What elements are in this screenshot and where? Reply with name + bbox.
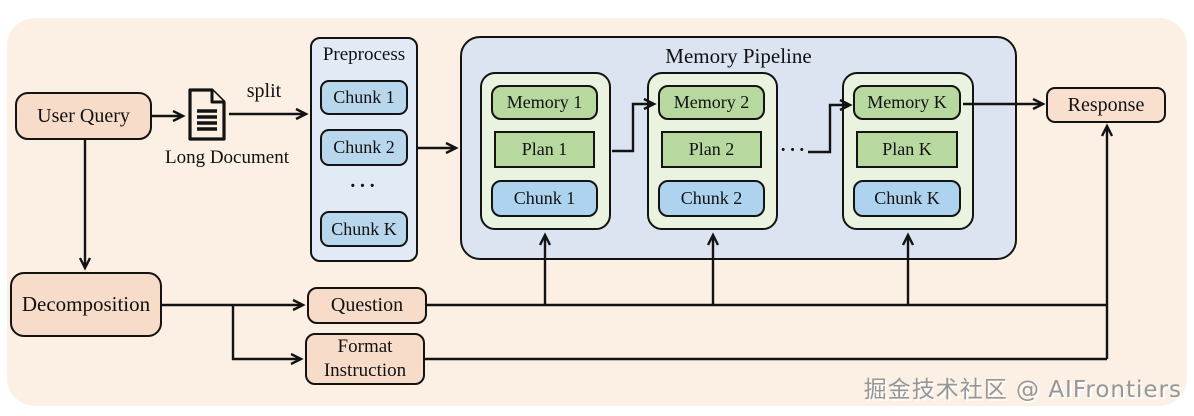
pipeline-group-k: Memory K Plan K Chunk K [842, 72, 974, 230]
plan-k-node: Plan K [856, 131, 958, 168]
plan-2-node: Plan 2 [661, 131, 762, 168]
memory-1-node: Memory 1 [491, 85, 598, 120]
preprocess-title: Preprocess [322, 44, 406, 65]
memory-k-node: Memory K [853, 85, 961, 120]
response-label: Response [1067, 93, 1145, 116]
format-instruction-line1: Format [337, 336, 393, 357]
preprocess-chunk-1: Chunk 1 [320, 80, 408, 115]
chunk-2-node: Chunk 2 [658, 180, 765, 217]
response-node: Response [1046, 87, 1166, 123]
user-query-label: User Query [37, 104, 130, 127]
preprocess-ellipsis: ··· [349, 175, 379, 197]
chunk-1-node: Chunk 1 [491, 180, 598, 217]
preprocess-chunk-2: Chunk 2 [320, 129, 408, 166]
format-instruction-node: Format Instruction [305, 333, 425, 385]
pipeline-ellipsis: ··· [779, 140, 808, 161]
document-icon [188, 88, 226, 141]
memory-2-node: Memory 2 [658, 85, 765, 120]
preprocess-container: Preprocess Chunk 1 Chunk 2 ··· Chunk K [310, 37, 418, 262]
format-instruction-line2: Instruction [323, 360, 407, 381]
watermark-text: 掘金技术社区 @ AIFrontiers [863, 377, 1182, 403]
memory-pipeline-title: Memory Pipeline [665, 44, 812, 68]
decomposition-label: Decomposition [21, 292, 151, 316]
split-label: split [246, 80, 282, 102]
long-document-label: Long Document [164, 147, 289, 168]
question-node: Question [307, 287, 427, 324]
user-query-node: User Query [15, 92, 152, 140]
question-label: Question [330, 294, 404, 316]
pipeline-group-1: Memory 1 Plan 1 Chunk 1 [480, 72, 611, 230]
decomposition-node: Decomposition [10, 272, 162, 337]
chunk-k-node: Chunk K [853, 180, 961, 217]
memory-pipeline-container: Memory Pipeline Memory 1 Plan 1 Chunk 1 … [460, 36, 1017, 260]
preprocess-chunk-k: Chunk K [320, 211, 408, 247]
pipeline-group-2: Memory 2 Plan 2 Chunk 2 [647, 72, 778, 230]
plan-1-node: Plan 1 [494, 131, 595, 168]
